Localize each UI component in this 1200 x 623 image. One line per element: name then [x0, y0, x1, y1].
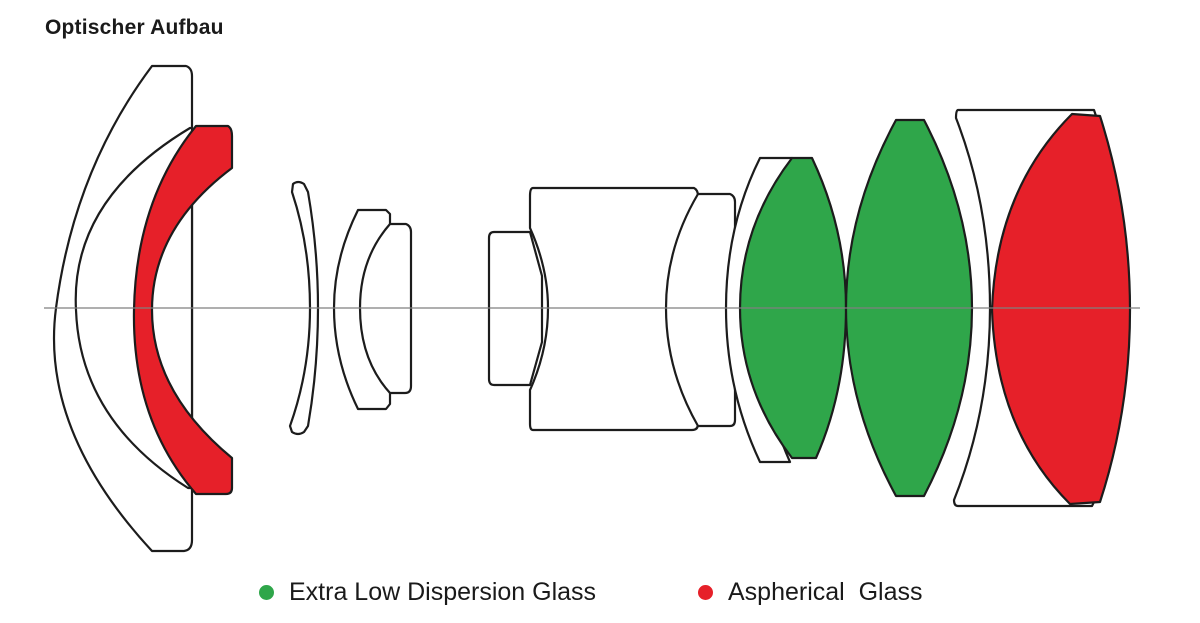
- green-dot-icon: [259, 585, 274, 600]
- lens-element-4: [288, 180, 320, 436]
- lens-element-9: [664, 192, 737, 428]
- aspherical-element-rear: [990, 112, 1132, 506]
- aspherical-element-front: [132, 124, 234, 496]
- legend-label-aspherical-glass: Aspherical Glass: [728, 578, 923, 606]
- legend-label-ed-glass: Extra Low Dispersion Glass: [289, 578, 597, 606]
- page-title: Optischer Aufbau: [45, 16, 224, 39]
- legend: Extra Low Dispersion Glass Aspherical Gl…: [0, 578, 1200, 610]
- red-dot-icon: [698, 585, 713, 600]
- legend-item-ed-glass: Extra Low Dispersion Glass: [259, 578, 596, 607]
- legend-item-aspherical-glass: Aspherical Glass: [698, 578, 923, 607]
